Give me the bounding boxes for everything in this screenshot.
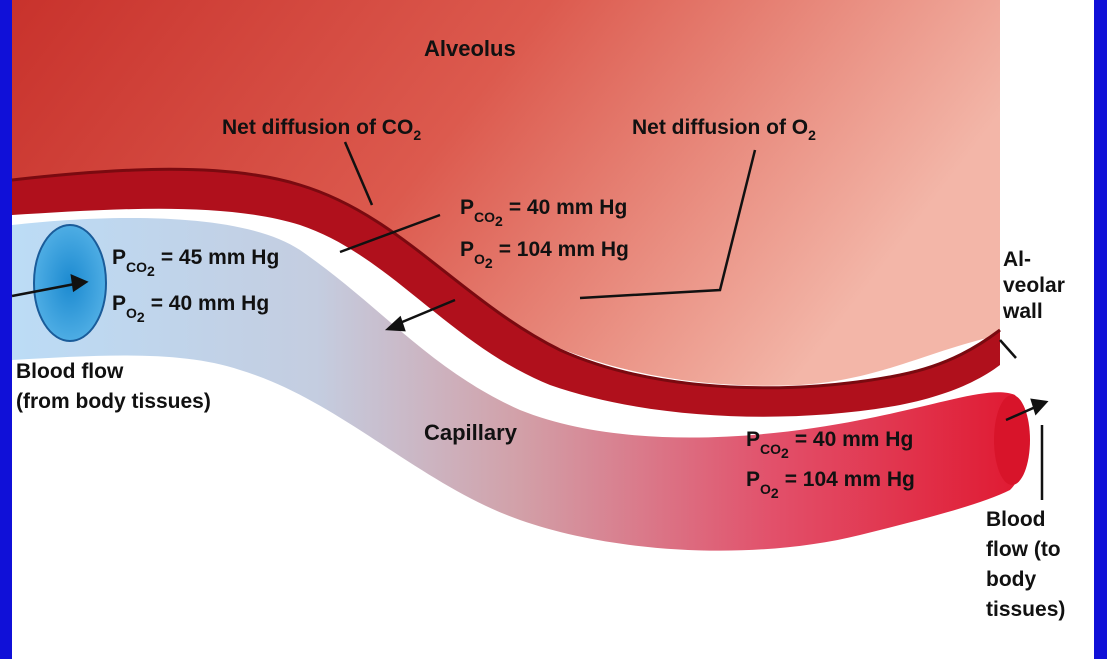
arrow-blood-in-head [70, 273, 89, 293]
alveolar-wall-shading [11, 167, 1001, 390]
flow-arrows [11, 141, 1049, 500]
vessel-opening [33, 224, 107, 342]
alveolus-label: Alveolus [424, 36, 516, 61]
co2-pointer-line [343, 141, 374, 206]
co2-diffusion-arrow-head [384, 315, 406, 332]
venous-po2-label: PO2= 40 mm Hg [112, 292, 269, 325]
o2-diffusion-label: Net diffusion of O2 [632, 116, 816, 143]
wall-pointer [999, 339, 1017, 359]
wall-label-line3: wall [1002, 300, 1043, 323]
alveolar-wall [12, 169, 1000, 417]
blood-flow-in-line2: (from body tissues) [16, 390, 211, 413]
capillary-label: Capillary [424, 420, 518, 445]
o2-pointer-line [579, 149, 757, 300]
arterial-pco2-label: PCO2= 40 mm Hg [746, 428, 913, 461]
alveolar-pco2-label: PCO2= 40 mm Hg [460, 196, 627, 229]
wall-label-line2: veolar [1003, 274, 1065, 297]
arterial-po2-label: PO2= 104 mm Hg [746, 468, 915, 501]
capillary-region [12, 217, 1028, 551]
co2-diffusion-arrow [394, 298, 456, 327]
vessel-exit [994, 395, 1030, 485]
venous-pco2-label: PCO2= 45 mm Hg [112, 246, 279, 279]
blood-flow-out-line3: body [986, 568, 1036, 591]
co2-diffusion-label: Net diffusion of CO2 [222, 116, 421, 143]
arrow-blood-in [11, 281, 81, 298]
alveolus-region [12, 0, 1000, 386]
wall-label-line1: Al- [1003, 248, 1031, 271]
blood-flow-out-line1: Blood [986, 508, 1045, 531]
pressure-leader-line [339, 213, 441, 254]
blood-flow-in-line1: Blood flow [16, 360, 124, 383]
blood-flow-out-line4: tissues) [986, 598, 1065, 621]
alveolar-po2-label: PO2= 104 mm Hg [460, 238, 629, 271]
blood-flow-out-line2: flow (to [986, 538, 1061, 561]
arrow-blood-out-head [1030, 398, 1049, 416]
